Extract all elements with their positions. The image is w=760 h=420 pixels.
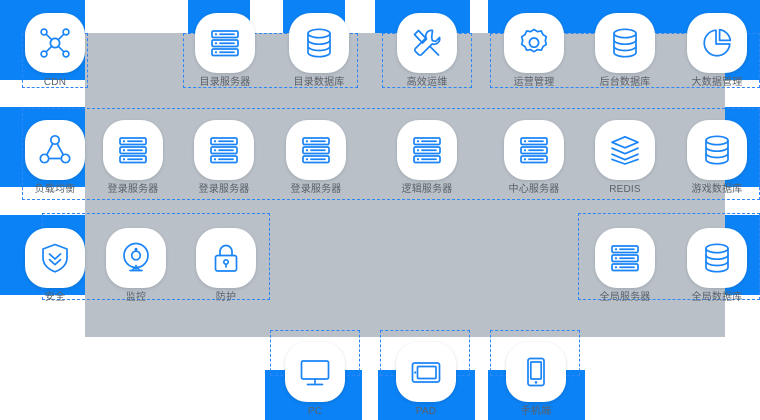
- directory-server-tile: [195, 13, 255, 73]
- node-monitoring[interactable]: 监控: [100, 228, 172, 304]
- login-server-tile: [103, 120, 163, 180]
- desktop-monitor-icon: [300, 360, 330, 386]
- node-label: 安全: [44, 292, 66, 303]
- login-server-tile: [194, 120, 254, 180]
- server-rack-icon: [210, 137, 238, 164]
- node-login-server-2[interactable]: 登录服务器: [188, 120, 260, 196]
- node-label: 大数据管理: [691, 77, 743, 88]
- node-operations-management[interactable]: 运营管理: [498, 13, 570, 89]
- tablet-icon: [411, 362, 441, 383]
- node-label: CDN: [43, 77, 67, 88]
- layers-stack-icon: [611, 135, 639, 165]
- node-label: 中心服务器: [508, 184, 560, 195]
- node-label: 全局服务器: [599, 292, 651, 303]
- group-box-directory: [183, 33, 358, 88]
- node-backend-database[interactable]: 后台数据库: [589, 13, 661, 89]
- node-pad[interactable]: PAD: [390, 342, 462, 418]
- server-rack-icon: [302, 137, 330, 164]
- node-game-database[interactable]: 游戏数据库: [681, 120, 753, 196]
- security-tile: [25, 228, 85, 288]
- node-login-server-1[interactable]: 登录服务器: [97, 120, 169, 196]
- database-icon: [307, 28, 331, 58]
- backend-database-tile: [595, 13, 655, 73]
- redis-tile: [595, 120, 655, 180]
- node-security[interactable]: 安全: [19, 228, 91, 304]
- node-center-server[interactable]: 中心服务器: [498, 120, 570, 196]
- node-label: 游戏数据库: [691, 184, 743, 195]
- load-balancer-icon: [39, 134, 71, 164]
- node-mobile[interactable]: 手机端: [500, 342, 572, 418]
- shield-icon: [42, 243, 68, 273]
- server-rack-icon: [520, 137, 548, 164]
- node-label: 全局数据库: [691, 292, 743, 303]
- node-label: 目录服务器: [199, 77, 251, 88]
- cdn-tile: [25, 13, 85, 73]
- server-rack-icon: [611, 245, 639, 272]
- node-global-database[interactable]: 全局数据库: [681, 228, 753, 304]
- server-rack-icon: [413, 137, 441, 164]
- gear-icon: [520, 28, 548, 53]
- node-protection[interactable]: 防护: [190, 228, 262, 304]
- pc-tile: [285, 342, 345, 402]
- node-label: REDIS: [609, 184, 641, 195]
- load-balancer-tile: [25, 120, 85, 180]
- node-label: 登录服务器: [290, 184, 342, 195]
- protection-tile: [196, 228, 256, 288]
- node-cdn[interactable]: CDN: [19, 13, 91, 89]
- node-directory-server[interactable]: 目录服务器: [189, 13, 261, 89]
- operations-management-tile: [504, 13, 564, 73]
- node-load-balancer[interactable]: 负载均衡: [19, 120, 91, 196]
- server-rack-icon: [119, 137, 147, 164]
- node-bigdata-management[interactable]: 大数据管理: [681, 13, 753, 89]
- lock-icon: [214, 244, 238, 272]
- login-server-tile: [286, 120, 346, 180]
- node-login-server-3[interactable]: 登录服务器: [280, 120, 352, 196]
- node-label: 监控: [125, 292, 147, 303]
- smartphone-icon: [527, 357, 545, 387]
- game-database-tile: [687, 120, 747, 180]
- node-label: 运营管理: [513, 77, 555, 88]
- node-label: 防护: [215, 292, 237, 303]
- node-pc[interactable]: PC: [279, 342, 351, 418]
- database-icon: [705, 243, 729, 273]
- camera-monitor-icon: [123, 242, 149, 272]
- node-label: 高效运维: [406, 77, 448, 88]
- directory-database-tile: [289, 13, 349, 73]
- node-label: PC: [307, 406, 323, 417]
- efficient-ops-tile: [397, 13, 457, 73]
- database-icon: [705, 135, 729, 165]
- logic-server-tile: [397, 120, 457, 180]
- node-label: 手机端: [520, 406, 552, 417]
- node-label: 后台数据库: [599, 77, 651, 88]
- tools-wrench-screwdriver-icon: [413, 29, 441, 56]
- node-label: 登录服务器: [198, 184, 250, 195]
- node-directory-database[interactable]: 目录数据库: [283, 13, 355, 89]
- global-database-tile: [687, 228, 747, 288]
- node-label: 负载均衡: [34, 184, 76, 195]
- center-server-tile: [504, 120, 564, 180]
- node-redis[interactable]: REDIS: [589, 120, 661, 196]
- node-efficient-ops[interactable]: 高效运维: [391, 13, 463, 89]
- bigdata-management-tile: [687, 13, 747, 73]
- node-logic-server[interactable]: 逻辑服务器: [391, 120, 463, 196]
- node-label: PAD: [415, 406, 437, 417]
- database-icon: [613, 28, 637, 58]
- cdn-network-icon: [40, 28, 70, 58]
- server-rack-icon: [211, 30, 239, 57]
- node-label: 登录服务器: [107, 184, 159, 195]
- node-label: 逻辑服务器: [401, 184, 453, 195]
- pie-chart-icon: [703, 28, 732, 57]
- pad-tile: [396, 342, 456, 402]
- node-label: 目录数据库: [293, 77, 345, 88]
- node-global-server[interactable]: 全局服务器: [589, 228, 661, 304]
- monitoring-tile: [106, 228, 166, 288]
- mobile-tile: [506, 342, 566, 402]
- global-server-tile: [595, 228, 655, 288]
